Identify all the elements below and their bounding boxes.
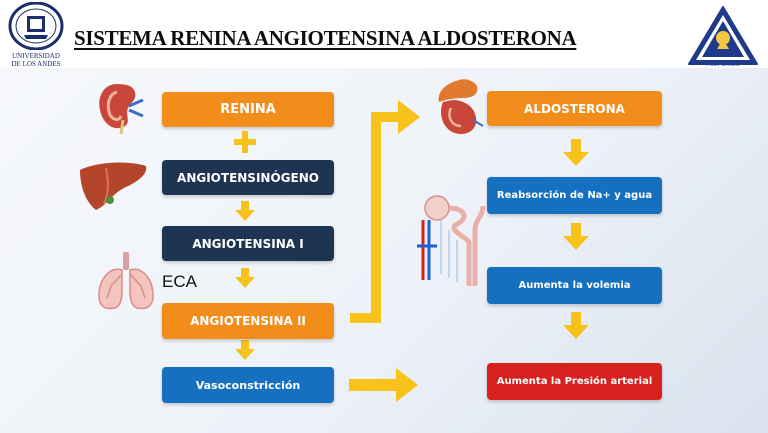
renina-box: RENINA [162, 92, 334, 127]
right-arrow-icon [349, 368, 418, 402]
kidney-icon [99, 84, 144, 135]
down-arrow-icon [563, 223, 589, 250]
postgrado-logo-text: POST GRADO [706, 62, 739, 68]
plus-icon-horizontal [234, 139, 256, 145]
angiotensinogeno-box: ANGIOTENSINÓGENO [162, 160, 334, 195]
postgrado-emblem-icon: POST GRADO [688, 6, 758, 68]
volemia-box: Aumenta la volemia [487, 267, 662, 304]
angiotensina-ii-box: ANGIOTENSINA II [162, 303, 334, 339]
reabsorcion-box: Reabsorción de Na+ y agua [487, 177, 662, 214]
university-seal-icon [8, 1, 64, 51]
down-arrow-icon [563, 139, 589, 166]
down-arrow-icon [235, 268, 255, 288]
down-arrow-icon [235, 201, 255, 221]
adrenal-gland-icon [438, 79, 484, 134]
aldosterona-box: ALDOSTERONA [487, 91, 662, 126]
page-title: SISTEMA RENINA ANGIOTENSINA ALDOSTERONA [74, 26, 577, 50]
presion-arterial-box: Aumenta la Presión arterial [487, 363, 662, 400]
slide-header: UNIVERSIDAD DE LOS ANDES SISTEMA RENINA … [0, 0, 768, 68]
university-logo: UNIVERSIDAD DE LOS ANDES [2, 1, 70, 68]
liver-icon [80, 162, 147, 210]
angiotensina-i-box: ANGIOTENSINA I [162, 226, 334, 261]
university-name-line2: DE LOS ANDES [11, 60, 61, 68]
eca-label: ECA [162, 272, 197, 291]
down-arrow-icon [235, 340, 255, 360]
nephron-icon [417, 195, 486, 286]
down-arrow-icon [563, 312, 589, 339]
connector-arrow-icon [350, 100, 420, 323]
vasoconstriccion-box: Vasoconstricción [162, 367, 334, 403]
university-name-line1: UNIVERSIDAD [12, 52, 60, 60]
postgrado-logo: POST GRADO [687, 4, 759, 68]
lungs-icon [98, 252, 154, 310]
